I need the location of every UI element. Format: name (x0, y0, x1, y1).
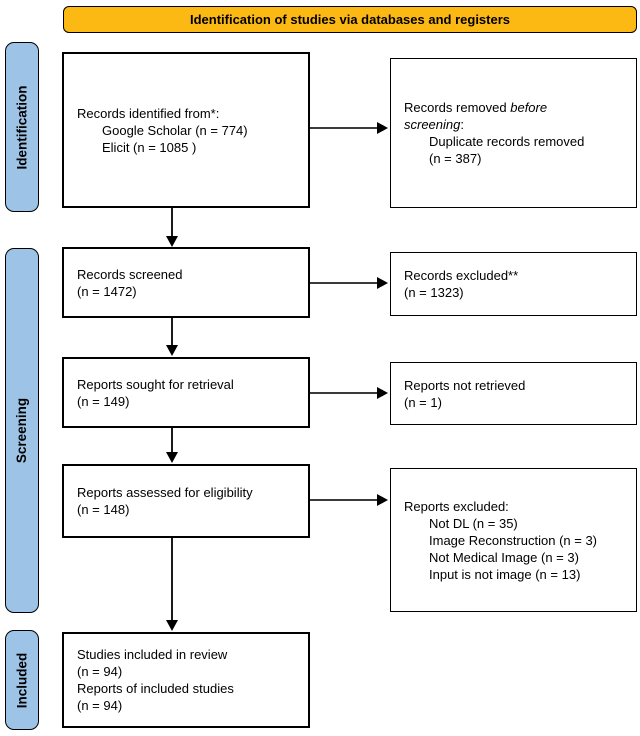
stage-label-included: Included (5, 630, 39, 730)
box-reports-sought: Reports sought for retrieval (n = 149) (62, 357, 310, 428)
arrow-identified-to-removed-head-icon (377, 122, 388, 134)
duplicate-records-removed-count: (n = 387) (429, 151, 482, 166)
records-identified-source-google-scholar: Google Scholar (n = 774) (102, 122, 248, 138)
box-records-identified: Records identified from*: Google Scholar… (62, 52, 310, 208)
reports-not-retrieved-count: (n = 1) (404, 394, 442, 410)
arrow-sought-to-assessed-head-icon (166, 452, 178, 463)
stage-label-identification: Identification (5, 42, 39, 212)
records-removed-heading-line2: screening: (404, 117, 464, 132)
reports-excluded-reason-not-medical-image: Not Medical Image (n = 3) (429, 549, 579, 565)
records-identified-heading: Records identified from*: (77, 105, 220, 121)
reports-excluded-reason-not-dl: Not DL (n = 35) (429, 515, 518, 531)
arrow-sought-to-not-retrieved-line (310, 392, 378, 394)
records-identified-source-elicit: Elicit (n = 1085 ) (102, 139, 197, 155)
arrow-identified-to-screened-line (171, 208, 173, 237)
arrow-screened-to-excluded-head-icon (377, 277, 388, 289)
records-removed-heading-line1: Records removed before (404, 100, 548, 115)
arrow-identified-to-screened-head-icon (166, 236, 178, 247)
stage-label-identification-text: Identification (14, 85, 30, 169)
arrow-sought-to-assessed-line (171, 428, 173, 453)
arrow-screened-to-excluded-line (310, 282, 378, 284)
stage-label-screening-text: Screening (14, 397, 30, 464)
arrow-identified-to-removed-line (310, 127, 378, 129)
records-excluded-count: (n = 1323) (404, 285, 464, 300)
banner-title: Identification of studies via databases … (189, 12, 511, 27)
records-excluded-label: Records excluded** (404, 268, 519, 283)
studies-included-count: (n = 94) (77, 664, 123, 679)
banner-identification-via-databases: Identification of studies via databases … (63, 6, 637, 33)
box-reports-excluded: Reports excluded: Not DL (n = 35) Image … (390, 468, 637, 612)
arrow-screened-to-sought-head-icon (166, 345, 178, 356)
box-reports-assessed: Reports assessed for eligibility (n = 14… (62, 464, 310, 538)
reports-excluded-reason-input-not-image: Input is not image (n = 13) (429, 566, 581, 582)
records-screened-count: (n = 1472) (77, 283, 137, 299)
reports-assessed-count: (n = 148) (77, 502, 130, 517)
arrow-assessed-to-included-head-icon (166, 620, 178, 631)
arrow-screened-to-sought-line (171, 318, 173, 346)
box-records-screened: Records screened (n = 1472) (62, 247, 310, 318)
reports-of-included-count: (n = 94) (77, 698, 123, 713)
stage-label-included-text: Included (14, 652, 30, 708)
box-studies-included: Studies included in review (n = 94) Repo… (62, 632, 310, 728)
reports-sought-label: Reports sought for retrieval (77, 376, 234, 392)
records-screened-label: Records screened (77, 266, 183, 282)
arrow-assessed-to-excluded-head-icon (377, 494, 388, 506)
arrow-assessed-to-included-line (171, 538, 173, 621)
reports-assessed-label: Reports assessed for eligibility (77, 485, 253, 500)
box-reports-not-retrieved: Reports not retrieved (n = 1) (390, 362, 637, 425)
duplicate-records-removed: Duplicate records removed (429, 134, 585, 149)
reports-not-retrieved-label: Reports not retrieved (404, 377, 526, 393)
studies-included-label: Studies included in review (77, 647, 228, 662)
stage-label-screening: Screening (5, 248, 39, 613)
reports-of-included-label: Reports of included studies (77, 681, 234, 696)
arrow-assessed-to-excluded-line (310, 499, 378, 501)
box-records-excluded: Records excluded** (n = 1323) (390, 252, 637, 316)
reports-sought-count: (n = 149) (77, 393, 130, 409)
reports-excluded-heading: Reports excluded: (404, 498, 509, 514)
reports-excluded-reason-image-reconstruction: Image Reconstruction (n = 3) (429, 532, 597, 548)
arrow-sought-to-not-retrieved-head-icon (377, 387, 388, 399)
box-records-removed-before-screening: Records removed before screening: Duplic… (390, 58, 637, 208)
